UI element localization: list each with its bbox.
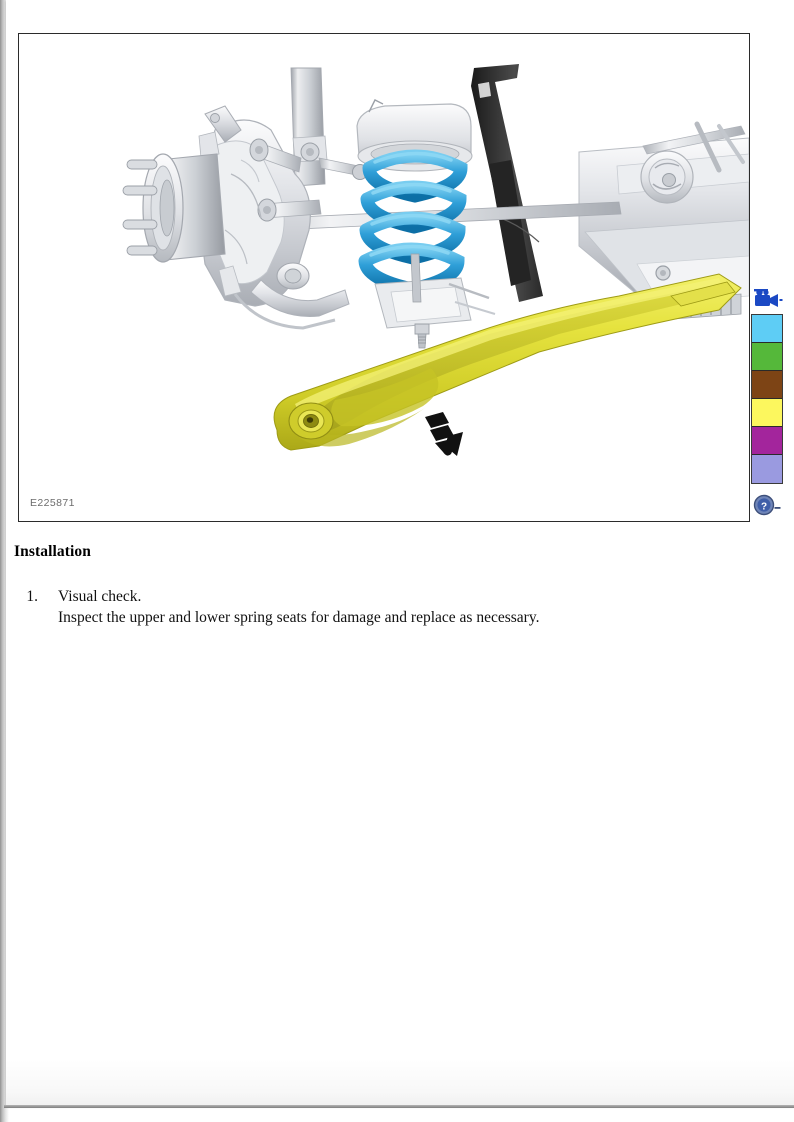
swatch-brown[interactable]	[752, 371, 782, 399]
lower-spring-seat	[374, 253, 496, 349]
figure-illustration-frame: E225871	[18, 33, 750, 522]
step-number: 1.	[26, 588, 38, 605]
figure-id-label: E225871	[30, 497, 75, 509]
step-line-title: Visual check.	[58, 588, 142, 605]
document-page: E225871 Installation 1. Visual check. In…	[6, 0, 794, 1106]
color-palette-toolbar[interactable]: ?	[747, 288, 785, 520]
step-line-detail: Inspect the upper and lower spring seats…	[58, 609, 540, 626]
instruction-step-list: 1. Visual check. Inspect the upper and l…	[14, 586, 714, 628]
swatch-magenta[interactable]	[752, 427, 782, 455]
swatch-stack[interactable]	[751, 314, 783, 484]
swatch-yellow[interactable]	[752, 399, 782, 427]
steering-knuckle-hub	[122, 105, 350, 330]
swatch-green[interactable]	[752, 343, 782, 371]
section-heading-installation: Installation	[14, 543, 91, 560]
shock-upper-tube	[290, 67, 368, 187]
swatch-periwinkle[interactable]	[752, 455, 782, 483]
step-body: Visual check. Inspect the upper and lowe…	[41, 586, 714, 628]
motion-arrow	[425, 412, 463, 456]
coil-spring-highlight	[369, 151, 453, 257]
video-camera-icon-glyph	[754, 289, 783, 307]
svg-text:?: ?	[761, 501, 767, 512]
subframe-group	[578, 121, 749, 323]
lower-control-arm	[273, 273, 742, 451]
page-bottom-edge	[4, 1105, 794, 1108]
video-camera-icon[interactable]	[751, 288, 783, 310]
coil-spring	[358, 149, 468, 296]
help-question-icon[interactable]: ?	[753, 494, 783, 516]
list-item: 1. Visual check. Inspect the upper and l…	[14, 586, 714, 628]
suspension-assembly-illustration	[122, 64, 749, 456]
dark-bracket	[471, 64, 543, 302]
swatch-cyan[interactable]	[752, 315, 782, 343]
help-question-icon-glyph: ?	[753, 494, 781, 516]
